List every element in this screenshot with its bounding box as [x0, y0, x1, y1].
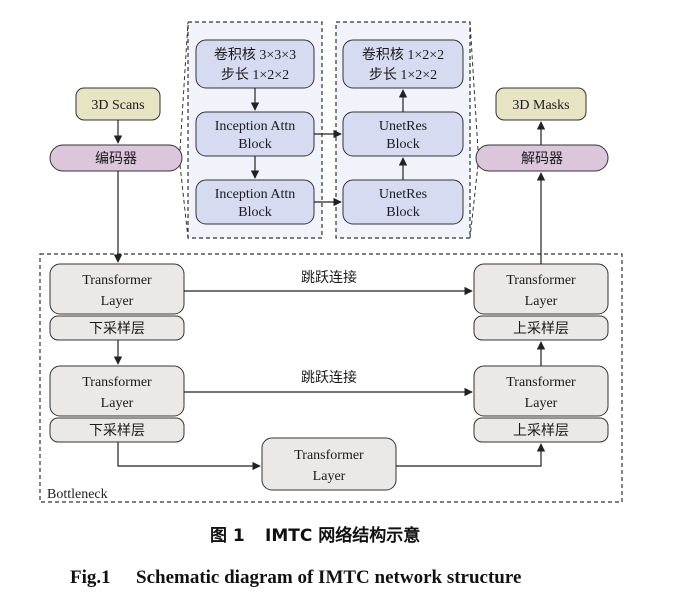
right2-line2: Layer	[525, 396, 558, 411]
arrow-center-to-right	[396, 443, 546, 467]
right2-line1: Transformer	[506, 375, 576, 390]
right-upsample-2	[473, 417, 609, 443]
decoder-res2-line1: UnetRes	[379, 187, 427, 202]
skip-connection-label-2: 跳跃连接	[301, 369, 357, 386]
zoom-line	[469, 21, 479, 151]
decoder-label: 解码器	[521, 151, 563, 167]
masks-label: 3D Masks	[512, 98, 569, 113]
right1-sub: 上采样层	[513, 321, 569, 337]
connector-arrows	[113, 88, 546, 471]
center-transformer	[261, 437, 397, 491]
caption-cn-title: IMTC 网络结构示意	[265, 525, 420, 546]
center-line1: Transformer	[294, 448, 364, 463]
encoder-label: 编码器	[95, 151, 137, 167]
encoder-pill	[49, 144, 183, 172]
left2-line1: Transformer	[82, 375, 152, 390]
left-downsample-2	[49, 417, 185, 443]
zoom-line	[179, 21, 189, 151]
left-transformer-1	[49, 263, 185, 315]
decoder-conv-block	[342, 39, 464, 89]
right2-sub: 上采样层	[513, 423, 569, 439]
left-transformer-2	[49, 365, 185, 417]
encoder-attn2-line2: Block	[238, 205, 271, 220]
right1-line1: Transformer	[506, 273, 576, 288]
encoder-conv-line2: 步长 1×2×2	[221, 67, 289, 83]
decoder-pill	[475, 144, 609, 172]
center-line2: Layer	[313, 469, 346, 484]
left2-sub: 下采样层	[89, 423, 145, 439]
zoom-line	[179, 164, 189, 239]
encoder-attn2-line1: Inception Attn	[215, 187, 296, 202]
decoder-res1-line1: UnetRes	[379, 119, 427, 134]
encoder-attn1-line1: Inception Attn	[215, 119, 296, 134]
bottleneck-frame	[39, 253, 623, 503]
decoder-res1-line2: Block	[386, 137, 419, 152]
left1-line1: Transformer	[82, 273, 152, 288]
caption-en-title: Schematic diagram of IMTC network struct…	[136, 567, 521, 588]
decoder-conv-line1: 卷积核 1×2×2	[362, 47, 444, 63]
caption-en-number: Fig.1	[70, 567, 111, 588]
zoom-line	[469, 164, 479, 239]
left-downsample-1	[49, 315, 185, 341]
left2-line2: Layer	[101, 396, 134, 411]
skip-connection-label-1: 跳跃连接	[301, 269, 357, 286]
bottleneck-label: Bottleneck	[47, 487, 108, 502]
encoder-attn1-line2: Block	[238, 137, 271, 152]
right1-line2: Layer	[525, 294, 558, 309]
right-upsample-1	[473, 315, 609, 341]
left1-sub: 下采样层	[89, 321, 145, 337]
decoder-conv-line2: 步长 1×2×2	[369, 67, 437, 83]
scans-label: 3D Scans	[91, 98, 144, 113]
masks-box	[495, 87, 587, 121]
left1-line2: Layer	[101, 294, 134, 309]
arrow-to-center	[117, 442, 261, 471]
encoder-conv-line1: 卷积核 3×3×3	[214, 47, 296, 63]
decoder-res2-line2: Block	[386, 205, 419, 220]
caption-cn-number: 图 1	[210, 526, 245, 546]
